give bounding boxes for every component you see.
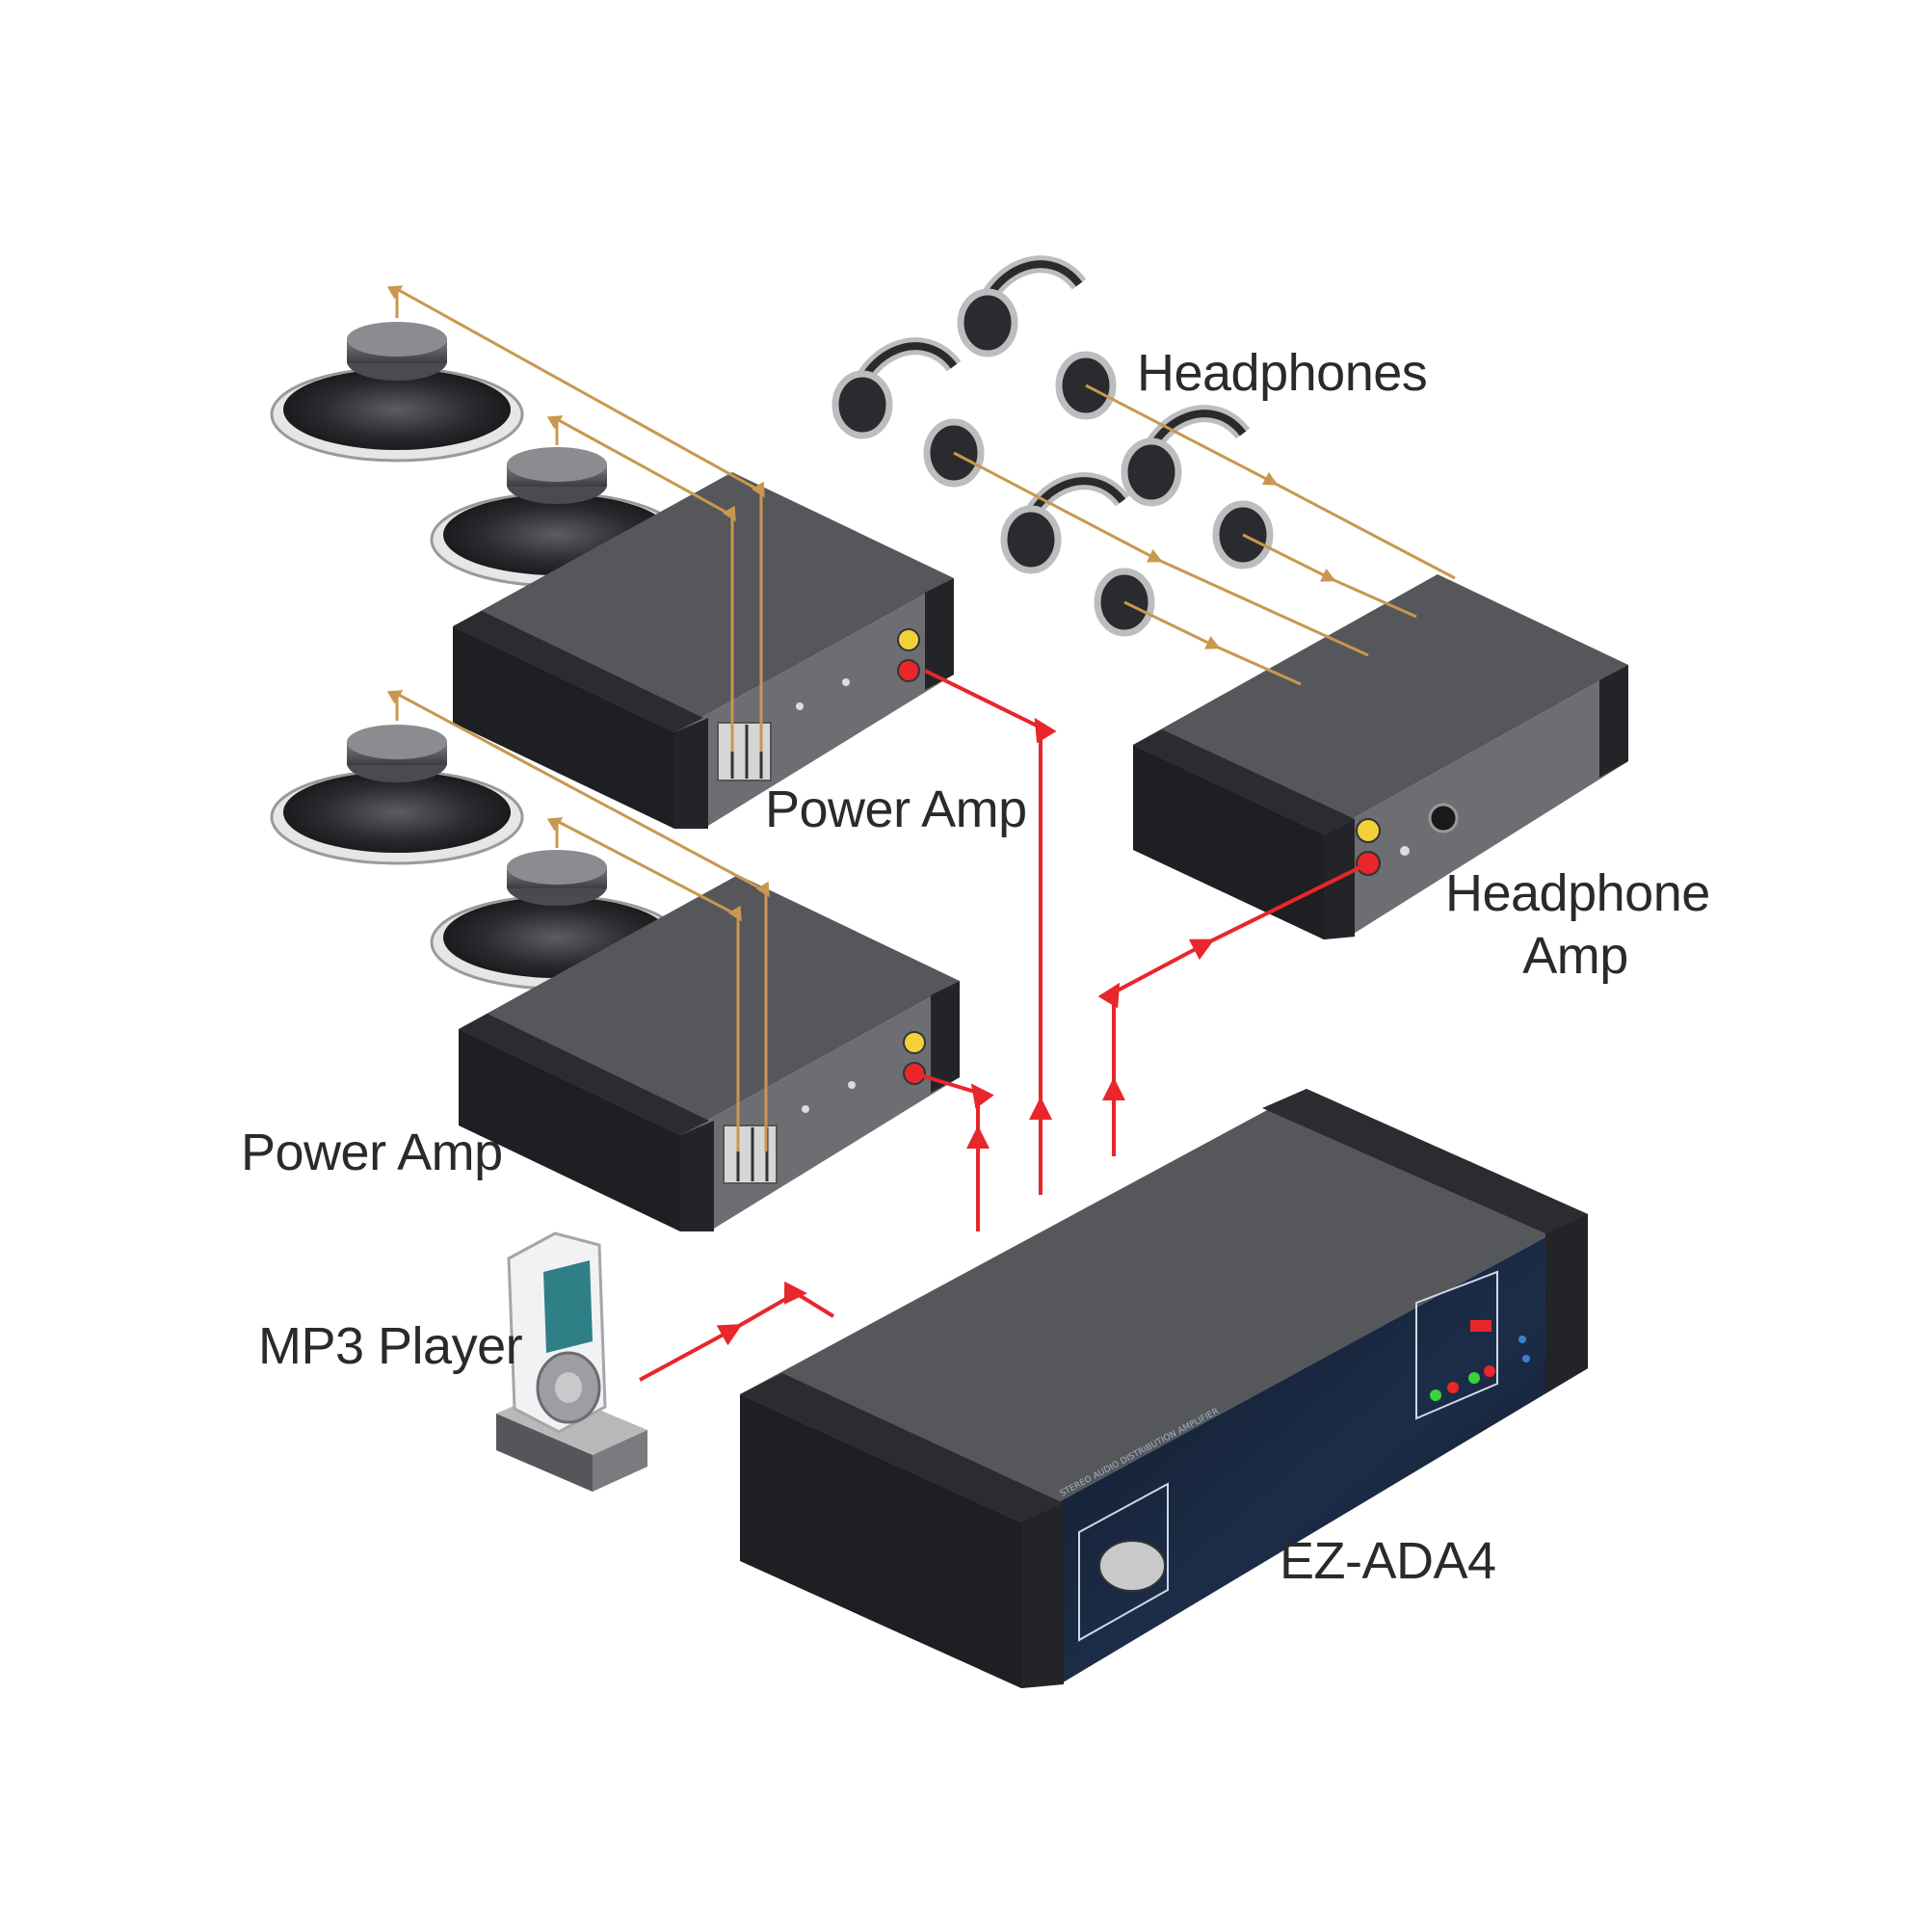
headphone-1 <box>832 337 985 488</box>
headphone-3 <box>1000 472 1155 637</box>
label-headphone-amp-line1: Headphone <box>1445 864 1710 922</box>
headphone-2 <box>957 255 1117 420</box>
speaker-1 <box>270 322 524 463</box>
speaker-wires <box>386 285 770 1151</box>
label-power-amp-top: Power Amp <box>765 781 1027 838</box>
headphone-wires <box>953 384 1456 686</box>
label-headphones: Headphones <box>1137 344 1428 402</box>
mp3-player <box>496 1231 647 1492</box>
label-power-amp-bottom: Power Amp <box>241 1124 503 1181</box>
headphone-amp <box>1133 574 1628 940</box>
ez-ada4-unit: STEREO AUDIO DISTRIBUTION AMPLIFIER <box>740 1089 1588 1688</box>
headphone-4 <box>1121 405 1274 569</box>
power-amp-bottom <box>459 875 960 1231</box>
label-ez-ada4: EZ-ADA4 <box>1280 1532 1496 1590</box>
signal-wires <box>639 669 1369 1382</box>
label-mp3-player: MP3 Player <box>258 1317 523 1375</box>
speaker-3 <box>270 725 524 865</box>
label-headphone-amp-line2: Amp <box>1522 927 1628 985</box>
